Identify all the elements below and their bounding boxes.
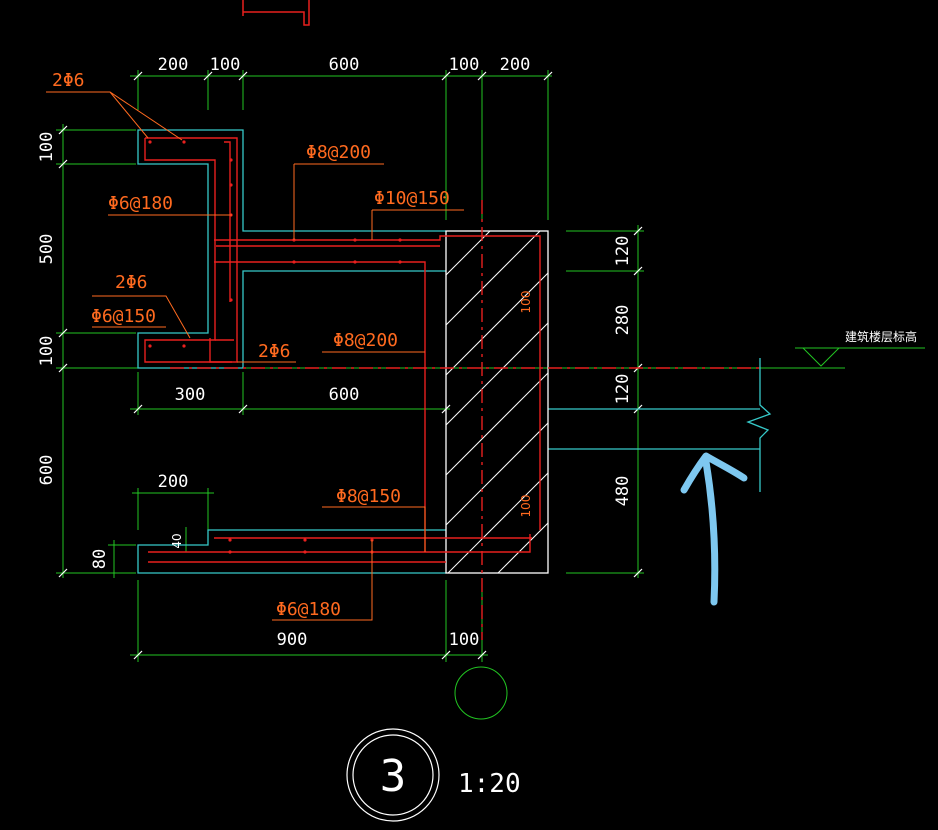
dim-wall-lower-100: 100 — [519, 495, 533, 518]
label-top-corner-bars: 2Φ6 — [52, 70, 85, 91]
dim-step-40: 40 — [170, 533, 184, 548]
detail-number: 3 — [380, 751, 407, 802]
dim-top-200: 200 — [158, 55, 189, 75]
dimension-ticks — [58, 71, 643, 660]
elevation-label: 建筑楼层标高 — [845, 329, 917, 344]
label-upper-slab-bottom: Φ8@200 — [333, 330, 398, 351]
dim-right-120: 120 — [613, 236, 633, 267]
left-dimension-labels: 100 500 100 600 80 — [37, 132, 110, 570]
middle-dimension-labels: 300 600 200 40 900 100 100 100 — [158, 291, 533, 650]
top-dimension-labels: 200 100 600 100 200 — [158, 55, 531, 75]
label-upper-slab-top: Φ8@200 — [306, 142, 371, 163]
label-upper-slab-main: Φ10@150 — [374, 188, 450, 209]
dim-bottom-900: 900 — [277, 630, 308, 650]
dim-left-500: 500 — [37, 234, 57, 265]
dim-right-120b: 120 — [613, 374, 633, 405]
leader-lines — [46, 91, 464, 621]
dim-right-480: 480 — [613, 476, 633, 507]
label-lower-slab-main: Φ8@150 — [336, 486, 401, 507]
detail-tag: 3 1:20 — [346, 728, 521, 822]
dim-right-280: 280 — [613, 305, 633, 336]
top-stray-mark — [242, 0, 310, 26]
dim-mid-300: 300 — [175, 385, 206, 405]
wall-section — [445, 230, 549, 574]
reinforcement — [144, 137, 760, 640]
dim-left-600: 600 — [37, 455, 57, 486]
dim-mid-600: 600 — [329, 385, 360, 405]
label-mid-stirrup: Φ6@150 — [91, 306, 156, 327]
label-mid-corner-bars: 2Φ6 — [115, 272, 148, 293]
hand-drawn-arrow — [680, 452, 748, 606]
concrete-outline — [137, 129, 772, 574]
dim-bottom-100: 100 — [449, 630, 480, 650]
dim-left-100: 100 — [37, 132, 57, 163]
right-dimension-labels: 120 280 120 480 — [613, 236, 633, 507]
rebar-labels: 2Φ6 Φ6@180 Φ8@200 Φ10@150 2Φ6 Φ6@150 2Φ6… — [52, 70, 450, 620]
label-bottom-corner-bars: 2Φ6 — [258, 341, 291, 362]
dim-left-100b: 100 — [37, 336, 57, 367]
dim-top-600: 600 — [329, 55, 360, 75]
detail-scale: 1:20 — [458, 769, 521, 799]
label-lower-slab-dist: Φ6@180 — [276, 599, 341, 620]
dim-top-100: 100 — [210, 55, 241, 75]
label-top-beam-stirrup: Φ6@180 — [108, 193, 173, 214]
dim-top-100b: 100 — [449, 55, 480, 75]
dim-left-80: 80 — [90, 549, 110, 569]
dim-ledge-200: 200 — [158, 472, 189, 492]
dim-top-200b: 200 — [500, 55, 531, 75]
dim-wall-upper-100: 100 — [519, 291, 533, 314]
